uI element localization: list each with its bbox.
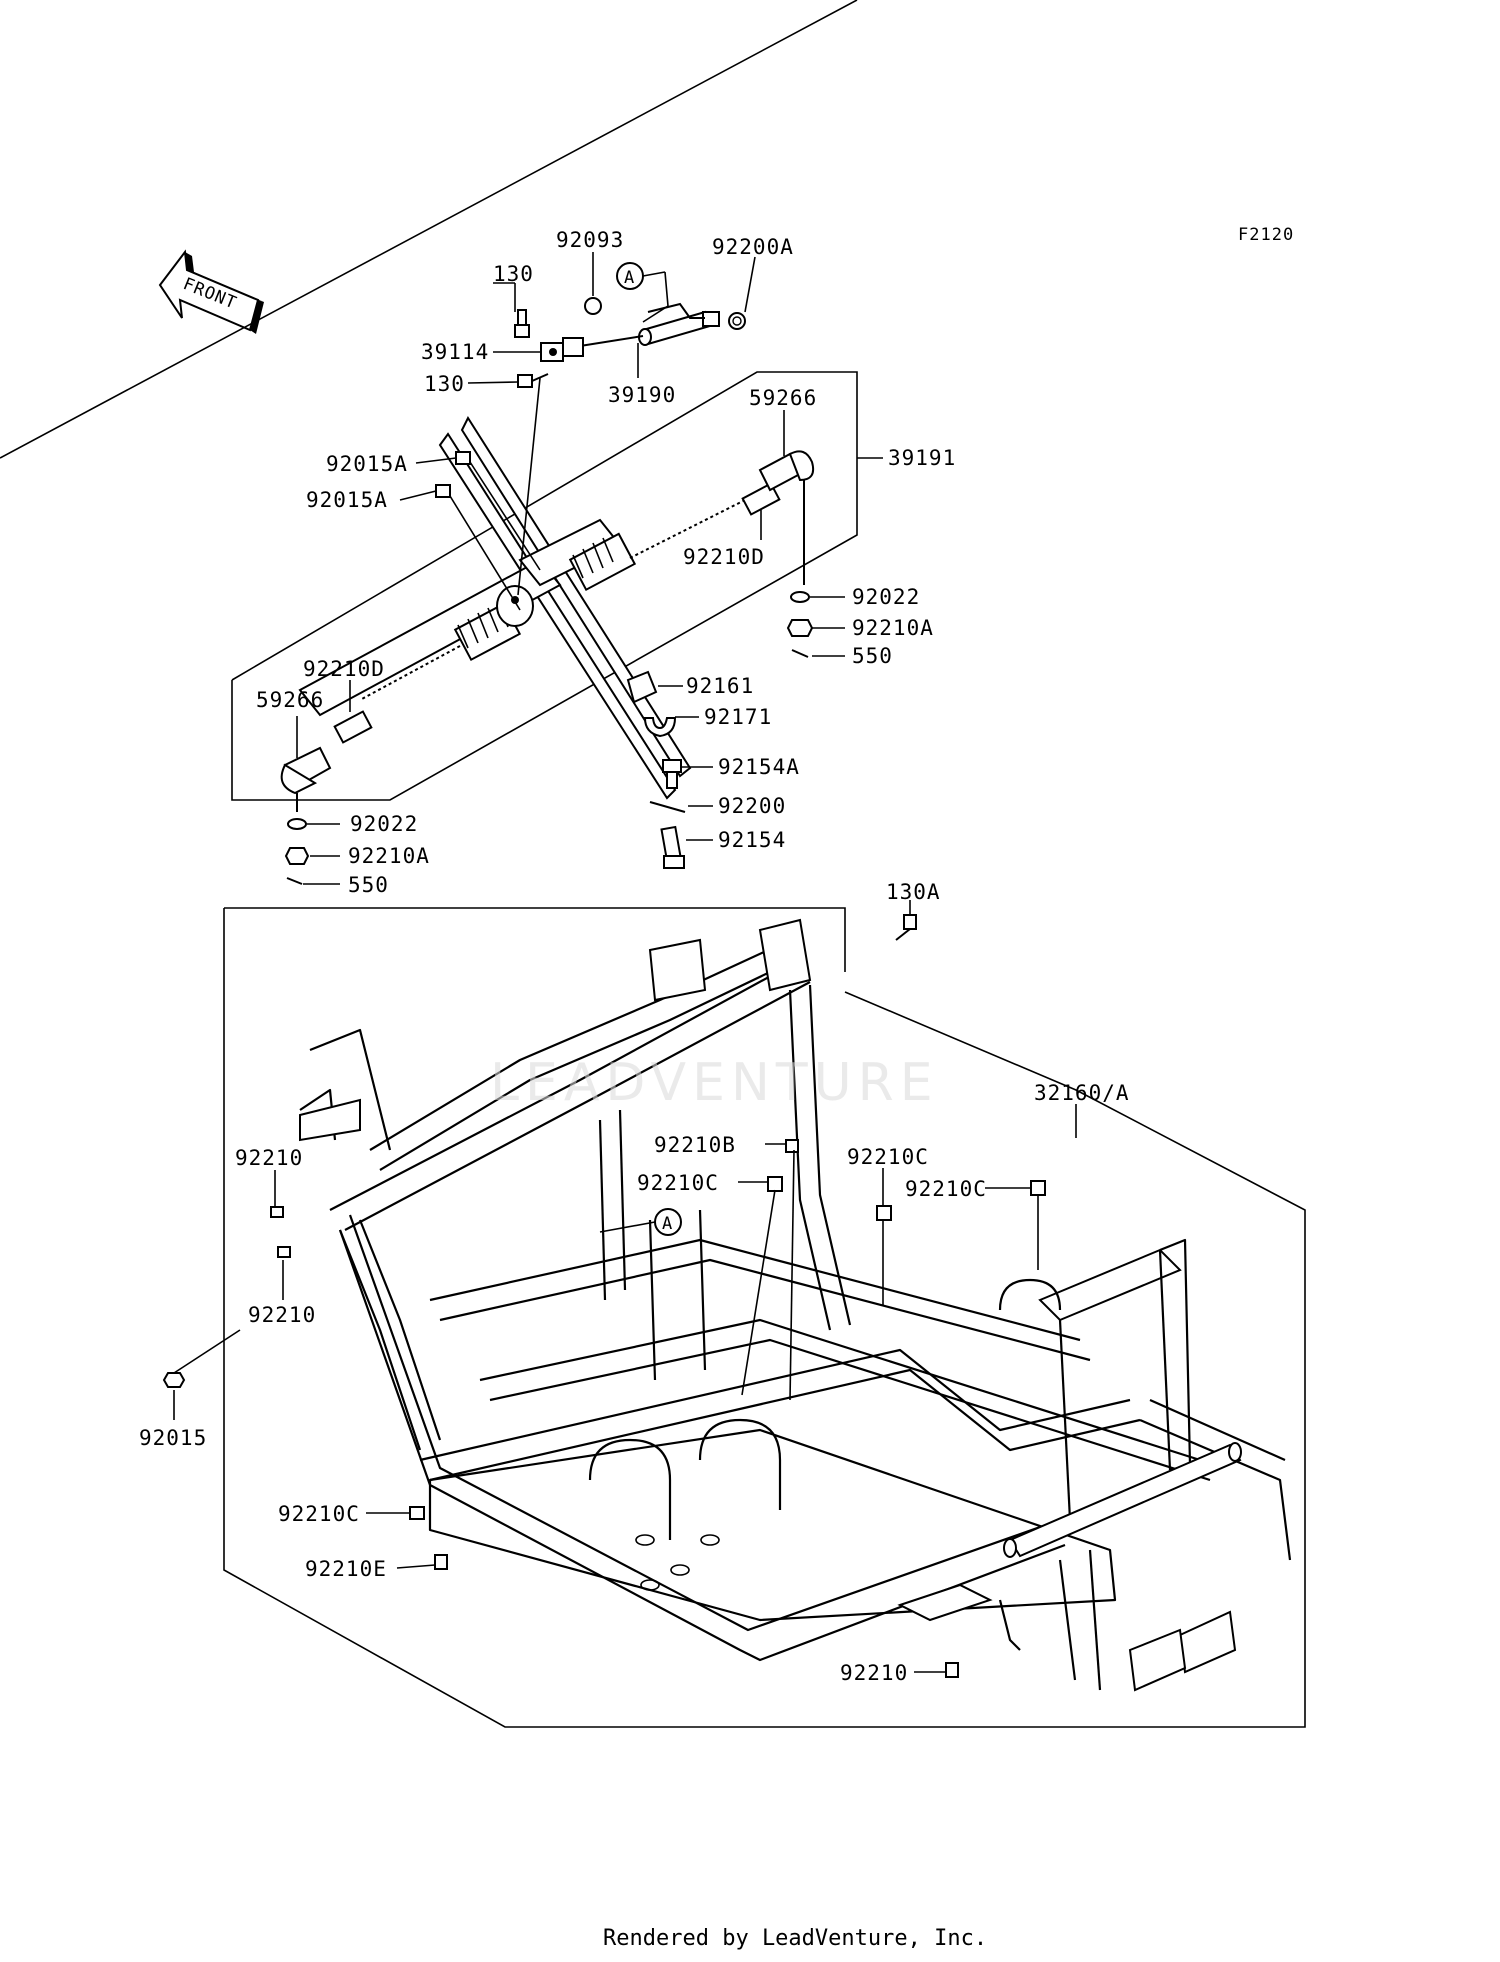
tie-rod-end-left	[280, 746, 332, 812]
tie-rod-left	[359, 645, 461, 701]
callout-labels: 92093 92200A 130 39114 130 39190 59266 3…	[139, 228, 1130, 1685]
washer-92093	[584, 297, 602, 315]
steering-rack-bracket-outline	[231, 371, 858, 801]
leader-lines	[173, 252, 1077, 1673]
callout-92015A-1: 92015A	[326, 452, 408, 476]
bolt-92154	[660, 825, 685, 869]
callout-92093: 92093	[556, 228, 624, 252]
ref-marker-a-top-label: A	[624, 268, 635, 288]
callout-39191: 39191	[888, 446, 956, 470]
nut-92015	[162, 1372, 186, 1388]
frame-box-outline	[223, 908, 1306, 1728]
callout-550-left: 550	[348, 873, 389, 897]
jam-nut-right	[741, 482, 781, 516]
steering-assembly: A	[0, 0, 858, 885]
nut-left	[284, 847, 310, 865]
frame-floor	[428, 1428, 1117, 1622]
jam-nut-left	[333, 710, 373, 744]
callout-39114: 39114	[421, 340, 489, 364]
frame-fasteners	[162, 914, 1046, 1678]
callout-92022-left: 92022	[350, 812, 418, 836]
frame-box-top	[224, 907, 846, 972]
callout-130-mid: 130	[424, 372, 465, 396]
callout-92210B: 92210B	[654, 1133, 736, 1157]
callout-92154: 92154	[718, 828, 786, 852]
ref-marker-a-frame-label: A	[662, 1214, 673, 1234]
callout-92022-right: 92022	[852, 585, 920, 609]
callout-550-right: 550	[852, 644, 893, 668]
callout-92210C-1: 92210C	[637, 1171, 719, 1195]
callout-92210C-3: 92210C	[905, 1177, 987, 1201]
watermark: LEADVENTURE	[490, 1053, 939, 1113]
nut-right	[786, 619, 814, 637]
bolt-92154A	[662, 759, 682, 789]
callout-92161: 92161	[686, 674, 754, 698]
footer-credit: Rendered by LeadVenture, Inc.	[603, 1926, 987, 1951]
bolt-92210B	[785, 1139, 799, 1153]
callout-92154A: 92154A	[718, 755, 800, 779]
clamp-92161	[626, 670, 658, 704]
nut-92015A-1	[455, 451, 471, 465]
callout-92200: 92200	[718, 794, 786, 818]
callout-130A: 130A	[886, 880, 941, 904]
callout-92210C-2: 92210C	[847, 1145, 929, 1169]
steering-column-2	[438, 432, 677, 800]
diagram-code: F2120	[1238, 225, 1294, 245]
callout-92210-2: 92210	[248, 1303, 316, 1327]
callout-92210D-right: 92210D	[683, 545, 765, 569]
clamp-92171	[643, 717, 677, 738]
bolt-130A	[903, 914, 917, 930]
cotter-pin-right	[791, 649, 809, 658]
steering-shaft	[579, 310, 720, 347]
cotter-pin-left	[286, 877, 303, 885]
vehicle-frame: A	[223, 907, 1306, 1728]
callout-92210E: 92210E	[305, 1557, 387, 1581]
bolt-92210C-4	[409, 1506, 425, 1520]
nut-92015A-2	[435, 484, 451, 498]
callout-92210A-left: 92210A	[348, 844, 430, 868]
bolt-92210-1	[270, 1206, 284, 1218]
callout-59266-right: 59266	[749, 386, 817, 410]
callout-92210D-left: 92210D	[303, 657, 385, 681]
bolt-92210C-3	[1030, 1180, 1046, 1196]
gasket-92200	[649, 801, 686, 813]
callout-92200A: 92200A	[712, 235, 794, 259]
callout-92171: 92171	[704, 705, 772, 729]
callout-92210C-4: 92210C	[278, 1502, 360, 1526]
front-arrow-icon: FRONT	[158, 249, 264, 334]
leader-joint-to-rack	[517, 377, 541, 596]
universal-joint	[540, 337, 584, 362]
callout-92210-3: 92210	[840, 1661, 908, 1685]
rack-boot-right	[568, 532, 637, 592]
steering-rack-body	[298, 558, 562, 717]
bolt-92210-2	[277, 1246, 291, 1258]
bolt-92210C-2	[876, 1205, 892, 1221]
bolt-92210E	[434, 1554, 448, 1570]
callout-39190: 39190	[608, 383, 676, 407]
bolt-130-mid	[517, 373, 549, 388]
callout-92210A-right: 92210A	[852, 616, 934, 640]
callout-92015: 92015	[139, 1426, 207, 1450]
bolt-92210-3	[945, 1662, 959, 1678]
tie-rod-end-right	[758, 450, 815, 585]
pinion-housing	[496, 585, 534, 627]
callout-92015A-2: 92015A	[306, 488, 388, 512]
washer-right	[790, 591, 810, 603]
callout-130-top: 130	[493, 262, 534, 286]
bolt-92210C-1	[767, 1176, 783, 1192]
callout-92210-1: 92210	[235, 1146, 303, 1170]
callout-59266-left: 59266	[256, 688, 324, 712]
callout-32160A: 32160/A	[1034, 1081, 1130, 1105]
bolt-130-top	[514, 309, 530, 338]
washer-left	[287, 818, 307, 830]
